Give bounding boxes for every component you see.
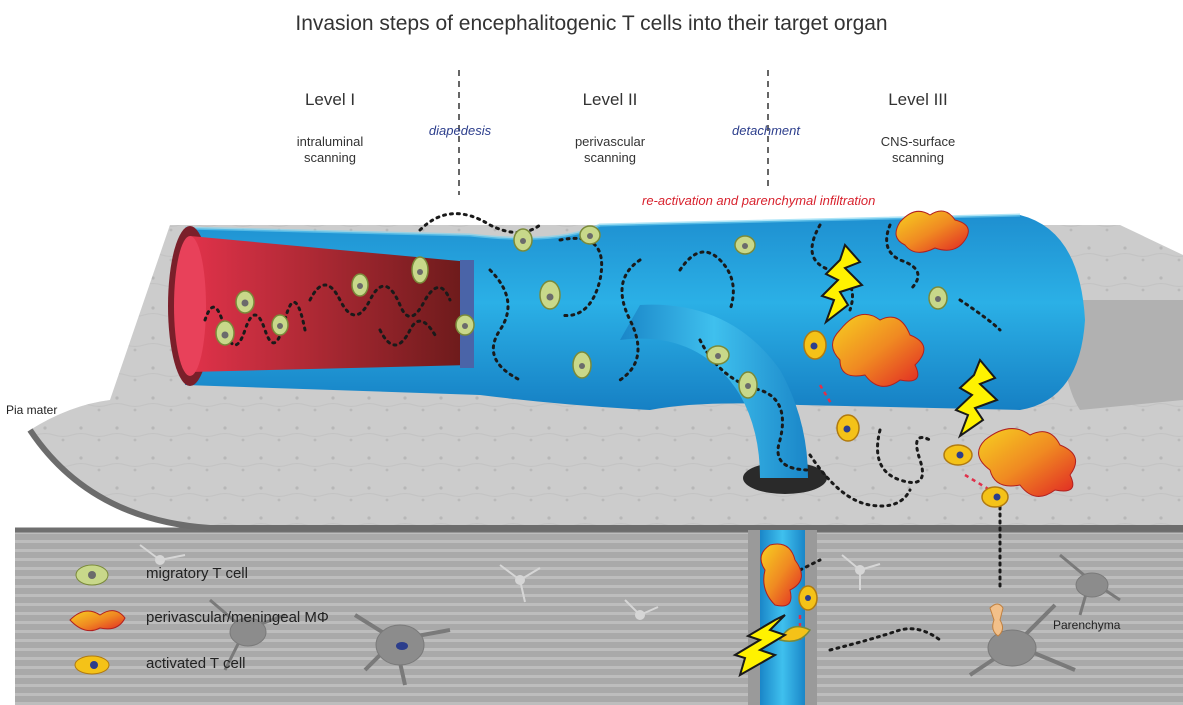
reactivation-label: re-activation and parenchymal infiltrati… [642,193,875,208]
parenchyma-label: Parenchyma [1053,618,1120,632]
diapedesis-label: diapedesis [400,123,520,138]
legend-activated-t-cell: activated T cell [146,655,246,672]
level-1-description: intraluminal scanning [270,134,390,166]
detachment-label: detachment [706,123,826,138]
figure-title: Invasion steps of encephalitogenic T cel… [0,12,1183,36]
level-2-title: Level II [560,90,660,110]
pia-mater-label: Pia mater [6,403,57,417]
level-3-description: CNS-surface scanning [868,134,968,166]
level-2-description: perivascular scanning [550,134,670,166]
legend-macrophage: perivascular/meningeal MΦ [146,609,329,626]
legend-migratory-t-cell: migratory T cell [146,565,248,582]
activated-t-cell-icon [75,656,109,674]
migratory-t-cell-icon [76,565,108,585]
level-3-title: Level III [868,90,968,110]
level-1-title: Level I [280,90,380,110]
